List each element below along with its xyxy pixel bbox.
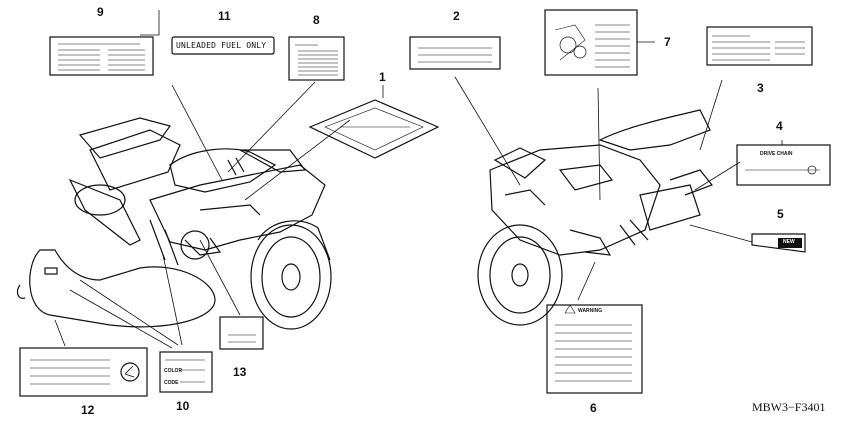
unleaded-fuel-label-text: UNLEADED FUEL ONLY	[176, 41, 267, 50]
label-1	[308, 99, 440, 159]
color-label-text: COLOR	[164, 368, 183, 374]
new-label-text: NEW	[783, 239, 795, 245]
label-9	[49, 36, 154, 76]
callout-12: 12	[81, 403, 95, 417]
left-motorcycle	[68, 117, 332, 330]
label-13	[219, 316, 264, 350]
callout-1: 1	[379, 70, 386, 84]
label-11	[171, 36, 275, 55]
callout-11: 11	[218, 9, 231, 23]
label-10	[159, 351, 213, 393]
callout-4: 4	[776, 119, 783, 133]
label-5	[751, 233, 806, 253]
callout-8: 8	[313, 13, 320, 27]
callout-5: 5	[777, 207, 784, 221]
right-motorcycle	[477, 109, 713, 326]
code-label-text: CODE	[164, 380, 179, 386]
warning-label-text: WARNING	[578, 308, 603, 314]
callout-9: 9	[97, 5, 104, 19]
callout-2: 2	[453, 9, 460, 23]
leader-lines	[54, 76, 753, 349]
callout-13: 13	[233, 365, 247, 379]
label-2	[409, 36, 501, 70]
label-6	[546, 304, 643, 394]
callout-7: 7	[664, 35, 671, 49]
drive-chain-label-text: DRIVE CHAIN	[760, 151, 793, 157]
callout-10: 10	[176, 399, 190, 413]
diagram-reference-code: MBW3−F3401	[752, 400, 826, 414]
callout-6: 6	[590, 401, 597, 415]
seat-drawing	[16, 249, 216, 328]
callout-3: 3	[757, 81, 764, 95]
label-8	[288, 36, 345, 81]
label-3	[706, 26, 813, 66]
label-12	[19, 347, 148, 397]
label-4	[736, 140, 831, 186]
label-7	[544, 9, 655, 76]
